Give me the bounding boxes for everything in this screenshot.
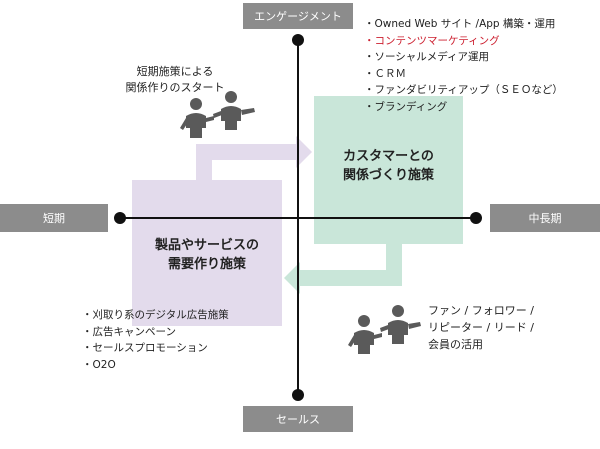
axis-dot-left bbox=[114, 212, 126, 224]
axis-dot-bottom bbox=[292, 389, 304, 401]
list-item: O2O bbox=[82, 357, 282, 374]
fan-caption: ファン / フォロワー / リピーター / リード / 会員の活用 bbox=[428, 302, 598, 353]
long-term-title-line1: カスタマーとの bbox=[343, 149, 434, 164]
short-term-box-title: 製品やサービスの 需要作り施策 bbox=[132, 236, 282, 274]
people-icon bbox=[348, 305, 421, 354]
list-item: ブランディング bbox=[364, 99, 600, 116]
sales-tactics-list: 刈取り系のデジタル広告施策 広告キャンペーン セールスプロモーション O2O bbox=[82, 307, 282, 373]
long-term-box bbox=[314, 96, 463, 244]
long-term-box-title: カスタマーとの 関係づくり施策 bbox=[314, 147, 463, 185]
list-item: ＣＲＭ bbox=[364, 66, 600, 83]
list-item: セールスプロモーション bbox=[82, 340, 282, 357]
short-term-title-line1: 製品やサービスの bbox=[154, 238, 259, 253]
fan-caption-line3: 会員の活用 bbox=[428, 338, 483, 351]
list-item: 刈取り系のデジタル広告施策 bbox=[82, 307, 282, 324]
list-item: 広告キャンペーン bbox=[82, 324, 282, 341]
short-term-title-line2: 需要作り施策 bbox=[167, 257, 246, 272]
arrow-to-long-term bbox=[196, 136, 312, 180]
list-item: ファンダビリティアップ（ＳＥＯなど） bbox=[364, 82, 600, 99]
long-term-title-line2: 関係づくり施策 bbox=[342, 168, 434, 183]
axis-dot-top bbox=[292, 34, 304, 46]
fan-caption-line2: リピーター / リード / bbox=[428, 321, 534, 334]
start-caption-line1: 短期施策による bbox=[136, 65, 214, 78]
start-caption: 短期施策による 関係作りのスタート bbox=[100, 64, 250, 96]
list-item: Owned Web サイト /App 構築・運用 bbox=[364, 16, 600, 33]
axis-label-long-term: 中長期 bbox=[490, 204, 600, 232]
axis-label-engagement: エンゲージメント bbox=[243, 3, 353, 29]
arrow-to-short-term bbox=[284, 244, 402, 294]
axis-label-sales: セールス bbox=[243, 406, 353, 432]
fan-caption-line1: ファン / フォロワー / bbox=[428, 304, 534, 317]
people-icon bbox=[180, 91, 255, 138]
list-item: ソーシャルメディア運用 bbox=[364, 49, 600, 66]
short-term-box bbox=[132, 180, 282, 326]
axis-label-short-term: 短期 bbox=[0, 204, 108, 232]
axis-dot-right bbox=[470, 212, 482, 224]
start-caption-line2: 関係作りのスタート bbox=[125, 81, 225, 94]
engagement-tactics-list: Owned Web サイト /App 構築・運用 コンテンツマーケティング ソー… bbox=[364, 16, 600, 115]
list-item-highlight: コンテンツマーケティング bbox=[364, 33, 600, 50]
